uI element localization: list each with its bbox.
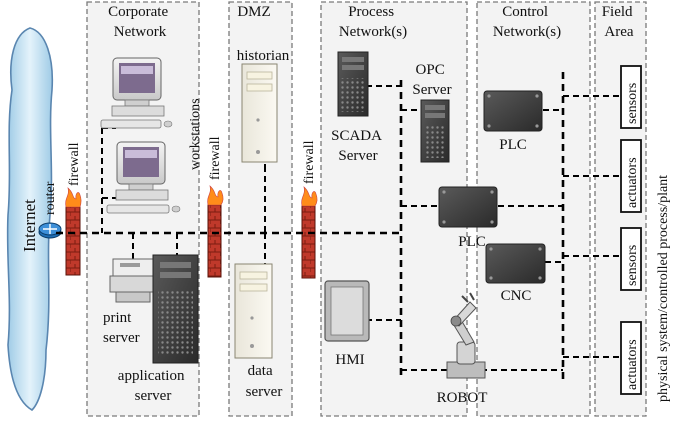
zone-title-dmz: DMZ [237, 4, 270, 20]
cnc-controller [485, 243, 546, 284]
field-device-actuators-2: actuators [620, 321, 642, 395]
svg-text:actuators: actuators [625, 157, 640, 208]
svg-text:actuators: actuators [625, 339, 640, 390]
plc-1 [483, 90, 543, 132]
firewall-label-3: firewall [302, 140, 317, 184]
firewall-3 [301, 186, 318, 279]
robot-label: ROBOT [437, 390, 488, 406]
hmi-label: HMI [335, 352, 364, 368]
plant-label: physical system/controlled process/plant [656, 175, 671, 402]
hmi-panel [324, 280, 370, 342]
svg-text:sensors: sensors [625, 245, 640, 286]
historian-label: historian [237, 48, 290, 64]
application-server-label: application server [118, 368, 188, 404]
application-server [152, 254, 199, 364]
print-server-label: print server [103, 310, 140, 346]
field-device-sensors-1: sensors [620, 65, 642, 129]
scada-server [337, 51, 369, 117]
zone-title-control: Control Network(s) [493, 4, 561, 40]
field-device-actuators-1: actuators [620, 139, 642, 213]
opc-server [420, 99, 450, 163]
internet-label: Internet [20, 199, 39, 252]
plc-2-label: PLC [458, 234, 486, 250]
router-label: router [43, 181, 58, 215]
robot-arm [446, 292, 486, 379]
historian-server [241, 63, 278, 163]
workstation-1 [100, 57, 173, 129]
zone-title-process: Process Network(s) [339, 4, 407, 40]
data-server-label: data server [246, 363, 283, 400]
plc-2 [438, 186, 498, 228]
workstations-label: workstations [188, 98, 203, 170]
zone-title-field: Field Area [602, 4, 637, 40]
workstation-2 [106, 141, 181, 214]
firewall-2 [207, 185, 224, 278]
field-device-sensors-2: sensors [620, 227, 642, 291]
firewall-1 [65, 187, 82, 276]
router-icon [38, 222, 62, 239]
plc-1-label: PLC [499, 137, 527, 153]
print-server [109, 258, 157, 303]
cnc-label: CNC [501, 288, 532, 304]
scada-server-label: SCADA Server [331, 128, 385, 164]
opc-server-label: OPC Server [412, 62, 451, 98]
svg-text:sensors: sensors [625, 83, 640, 124]
firewall-label-1: firewall [67, 142, 82, 186]
firewall-label-2: firewall [208, 136, 223, 180]
zone-title-corporate: Corporate Network [108, 4, 172, 40]
data-server [234, 263, 273, 359]
internet-cloud: Internet [6, 27, 54, 411]
